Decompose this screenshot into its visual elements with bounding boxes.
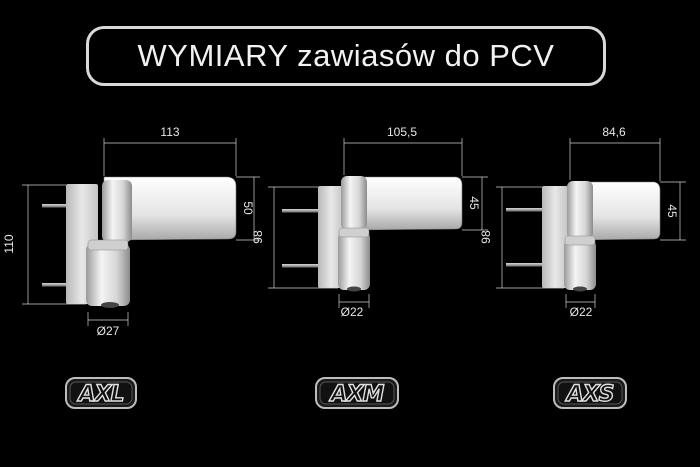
hinge-barrel <box>341 176 367 230</box>
leaf-height-label: 45 <box>665 204 679 218</box>
hinge-leaf <box>343 176 463 231</box>
model-name: AXM <box>329 382 385 407</box>
width-label: 113 <box>160 125 179 139</box>
mounting-pin <box>506 263 546 267</box>
mounting-pin <box>282 209 320 213</box>
dimension-lines <box>22 138 260 326</box>
diameter-label: Ø22 <box>570 305 593 319</box>
total-height-label: 110 <box>2 234 16 253</box>
total-height-label: 98 <box>479 230 493 244</box>
title-box: WYMIARY zawiasów do PCV <box>86 26 606 86</box>
hinge-axl: 113 50 110 Ø27 <box>2 125 260 338</box>
model-name: AXL <box>76 382 123 407</box>
frame-plate <box>318 186 344 288</box>
hinge-barrel-lower <box>564 240 596 290</box>
total-height-label: 98 <box>251 230 265 244</box>
badge-axl: AXL <box>65 377 137 409</box>
dimension-lines <box>268 138 488 308</box>
hinge-axs: 84,6 45 98 Ø22 <box>479 125 686 319</box>
dimension-lines <box>496 138 686 308</box>
hinge-barrel <box>102 180 132 242</box>
page-title: WYMIARY zawiasów do PCV <box>137 38 555 73</box>
badge-axs: AXS <box>553 377 627 409</box>
diameter-label: Ø22 <box>341 305 364 319</box>
badge-axm: AXM <box>315 377 399 409</box>
hinge-barrel-lower <box>86 244 130 306</box>
mounting-pin <box>282 264 320 268</box>
mounting-pin <box>506 208 546 212</box>
hinge-axm: 105,5 45 98 Ø22 <box>251 125 488 319</box>
leaf-height-label: 50 <box>241 201 255 215</box>
diameter-label: Ø27 <box>97 324 120 338</box>
frame-plate <box>542 186 568 288</box>
mounting-pin <box>42 204 70 208</box>
hinge-barrel <box>567 181 593 239</box>
width-label: 84,6 <box>602 125 626 139</box>
leaf-height-label: 45 <box>467 196 481 210</box>
hinge-barrel-lower <box>338 232 370 290</box>
hinge-leaf <box>103 176 237 241</box>
width-label: 105,5 <box>387 125 417 139</box>
mounting-pin <box>42 283 70 287</box>
model-name: AXS <box>565 382 614 407</box>
